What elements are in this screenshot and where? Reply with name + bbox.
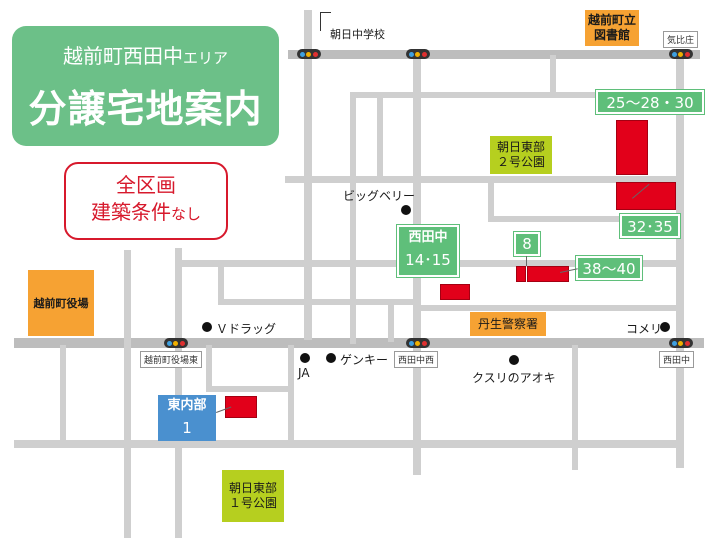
traffic-signal-icon [669,338,693,348]
park-east1-box: 朝日東部 １号公園 [222,470,284,522]
lots-32-35-block [616,182,676,210]
road-school-vertical [304,10,312,340]
park-east2-line1: 朝日東部 [496,140,545,154]
road-vertical-175 [175,248,182,538]
road-horizontal-300 [218,299,418,305]
title-area: 越前町西田中エリア [12,40,279,69]
komeri-label: コメリ [626,322,663,336]
signal-yakuba-higashi-label: 越前町役場東 [140,351,203,368]
road-bend-horizontal [206,386,292,392]
road-east-vertical [676,50,684,468]
lot-8-label: 8 [514,232,540,256]
road-vertical-574 [572,345,578,470]
notice-line2-main: 建築条件 [90,200,171,224]
vdrug-dot [202,322,212,332]
road-vertical-126 [124,250,131,538]
leader-line [526,256,527,266]
notice-line2: 建築条件なし [66,198,226,228]
vdrug-label: Ｖドラッグ [216,322,277,336]
title-area-name: 越前町西田中 [62,44,183,68]
bigbelly-dot [401,205,411,215]
traffic-signal-icon [406,49,430,59]
lots-32-35-label: 32･35 [620,214,680,238]
road-bend-208 [206,345,212,390]
park-east2-box: 朝日東部 ２号公園 [490,136,552,174]
road-vertical-64 [60,345,66,445]
traffic-signal-icon [669,49,693,59]
library-box: 越前町立 図書館 [585,10,639,46]
school-marker [320,12,331,31]
kusuri-aoki-dot [509,355,519,365]
notice-line1: 全区画 [116,173,176,197]
park-east1-line2: １号公園 [228,496,277,510]
genky-label: ゲンキー [340,353,389,367]
road-vertical-290 [288,345,294,445]
road-vertical-488 [488,176,494,221]
town-office-box: 越前町役場 [28,270,94,336]
ja-dot [300,353,310,363]
road-south [14,440,684,448]
road-vertical-550 [550,55,556,95]
komeri-dot [660,322,670,332]
lots-38-40-block [527,266,569,282]
traffic-signal-icon [297,49,321,59]
lots-38-40-label: 38～40 [576,256,642,280]
title-box: 越前町西田中エリア 分譲宅地案内 [12,26,279,146]
title-main: 分譲宅地案内 [28,87,263,131]
notice-box: 全区画 建築条件なし [64,162,228,240]
nishitanaka-lot-title: 西田中 [408,230,448,245]
traffic-signal-icon [164,338,188,348]
road-mid-horizontal-2 [285,176,680,183]
lot-1-label: 1 [182,419,192,437]
nishitanaka-lot-tag: 西田中 14･15 [397,225,459,277]
road-vertical-350 [350,92,356,344]
school-label: 朝日中学校 [330,28,385,41]
genky-dot [326,353,336,363]
lots-25-30-block [616,120,648,175]
park-east1-line1: 朝日東部 [228,481,277,495]
road-mid-horizontal-3 [488,216,678,222]
ja-label: JA [298,366,310,380]
police-label: 丹生警察署 [477,316,538,331]
road-horizontal-305 [415,305,680,311]
road-center-main [14,338,704,348]
lots-14-15-label: 14･15 [405,251,451,269]
lot-8-block [516,266,526,282]
kusuri-aoki-label: クスリのアオキ [472,371,556,385]
library-line1: 越前町立 [587,13,636,27]
title-area-suffix: エリア [182,49,228,67]
park-east2-line2: ２号公園 [496,155,545,169]
road-vertical-377 [377,92,383,182]
notice-line2-suffix: なし [170,205,201,223]
traffic-signal-icon [406,338,430,348]
lots-14-15-block [440,284,470,300]
library-line2: 図書館 [593,28,630,42]
higashiuchibe-lot-tag: 東内部 1 [158,395,216,441]
signal-nishitanaka-label: 西田中 [659,351,695,368]
road-mid-horizontal-1 [350,92,680,98]
town-office-label: 越前町役場 [33,296,89,310]
police-box: 丹生警察署 [470,312,546,336]
road-vertical-390 [388,300,394,342]
higashiuchibe-lot-title: 東内部 [167,398,207,413]
signal-kehisho-label: 気比庄 [663,31,699,48]
road-vertical-220 [218,262,224,304]
lots-25-30-label: 25～28・30 [596,90,704,114]
lot-1-block [225,396,257,418]
road-north-main [288,50,700,59]
bigbelly-label: ビッグベリー [343,189,416,203]
signal-nishitanaka-nishi-label: 西田中西 [394,351,439,368]
